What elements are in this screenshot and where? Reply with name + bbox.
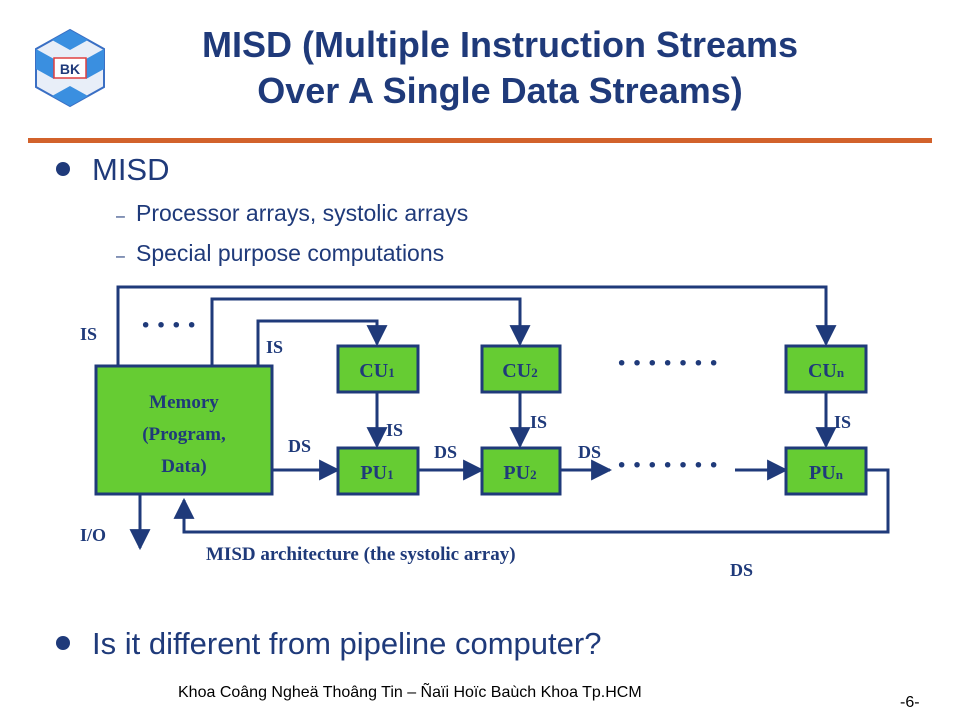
is-label-pu1: IS — [386, 420, 403, 440]
sub-bullet-1: –Processor arrays, systolic arrays — [116, 200, 469, 226]
io-label: I/O — [80, 525, 106, 545]
is-line-cu1 — [256, 319, 388, 366]
sub-bullet-text: Processor arrays, systolic arrays — [136, 200, 469, 226]
cun-label: CUn — [808, 360, 845, 382]
cu2-label: CU2 — [502, 360, 537, 382]
title-divider — [28, 138, 932, 143]
is-label-pu2: IS — [530, 412, 547, 432]
bullet-question: Is it different from pipeline computer? — [56, 626, 601, 662]
is-label-pun: IS — [834, 412, 851, 432]
memory-box — [94, 364, 274, 496]
pun-box — [784, 446, 868, 496]
ds-return-line — [173, 468, 890, 534]
page-number: -6- — [900, 694, 920, 711]
is-line-cu2 — [210, 297, 531, 366]
cu1-label: CU1 — [359, 360, 394, 382]
sub-bullet-text: Special purpose computations — [136, 240, 445, 266]
pun-label: PUn — [809, 462, 844, 484]
memory-line-2: (Program, — [142, 424, 226, 445]
ellipsis-cu: ······· — [616, 345, 723, 382]
sub-bullet-2: –Special purpose computations — [116, 240, 445, 266]
ellipsis-top: ···· — [140, 307, 201, 344]
is-label-cu1: IS — [266, 337, 283, 357]
pu2-label: PU2 — [503, 462, 536, 484]
is-line-cun — [116, 285, 837, 366]
ds-label-2: DS — [434, 442, 457, 462]
title-line-1: MISD (Multiple Instruction Streams — [201, 24, 799, 65]
ds-label-1: DS — [288, 436, 311, 456]
diagram-caption: MISD architecture (the systolic array) — [206, 544, 516, 565]
ellipsis-pu: ······· — [616, 447, 723, 484]
memory-line-3: Data) — [161, 456, 206, 477]
footer-text: Khoa Coâng Ngheä Thoâng Tin – Ñaïi Hoïc … — [178, 684, 642, 701]
cu2-box — [480, 344, 562, 394]
ds-label-3: DS — [578, 442, 601, 462]
is-label-outer: IS — [80, 324, 97, 344]
pu2-box — [480, 446, 562, 496]
bullet-misd: MISD — [56, 152, 170, 188]
slide-title: MISD (Multiple Instruction Streams Over … — [120, 22, 880, 114]
ds-label-return: DS — [730, 560, 753, 580]
bullet-text: MISD — [92, 152, 170, 187]
pu1-label: PU1 — [360, 462, 393, 484]
bullet-text: Is it different from pipeline computer? — [92, 626, 602, 661]
pu1-box — [336, 446, 420, 496]
logo-text: BK — [60, 61, 80, 77]
title-line-2: Over A Single Data Streams) — [257, 70, 743, 111]
bk-logo: BK — [35, 28, 105, 108]
memory-line-1: Memory — [149, 392, 219, 413]
bullet-dot — [56, 635, 70, 650]
cun-box — [784, 344, 868, 394]
cu1-box — [336, 344, 420, 394]
bullet-dot — [56, 161, 70, 176]
